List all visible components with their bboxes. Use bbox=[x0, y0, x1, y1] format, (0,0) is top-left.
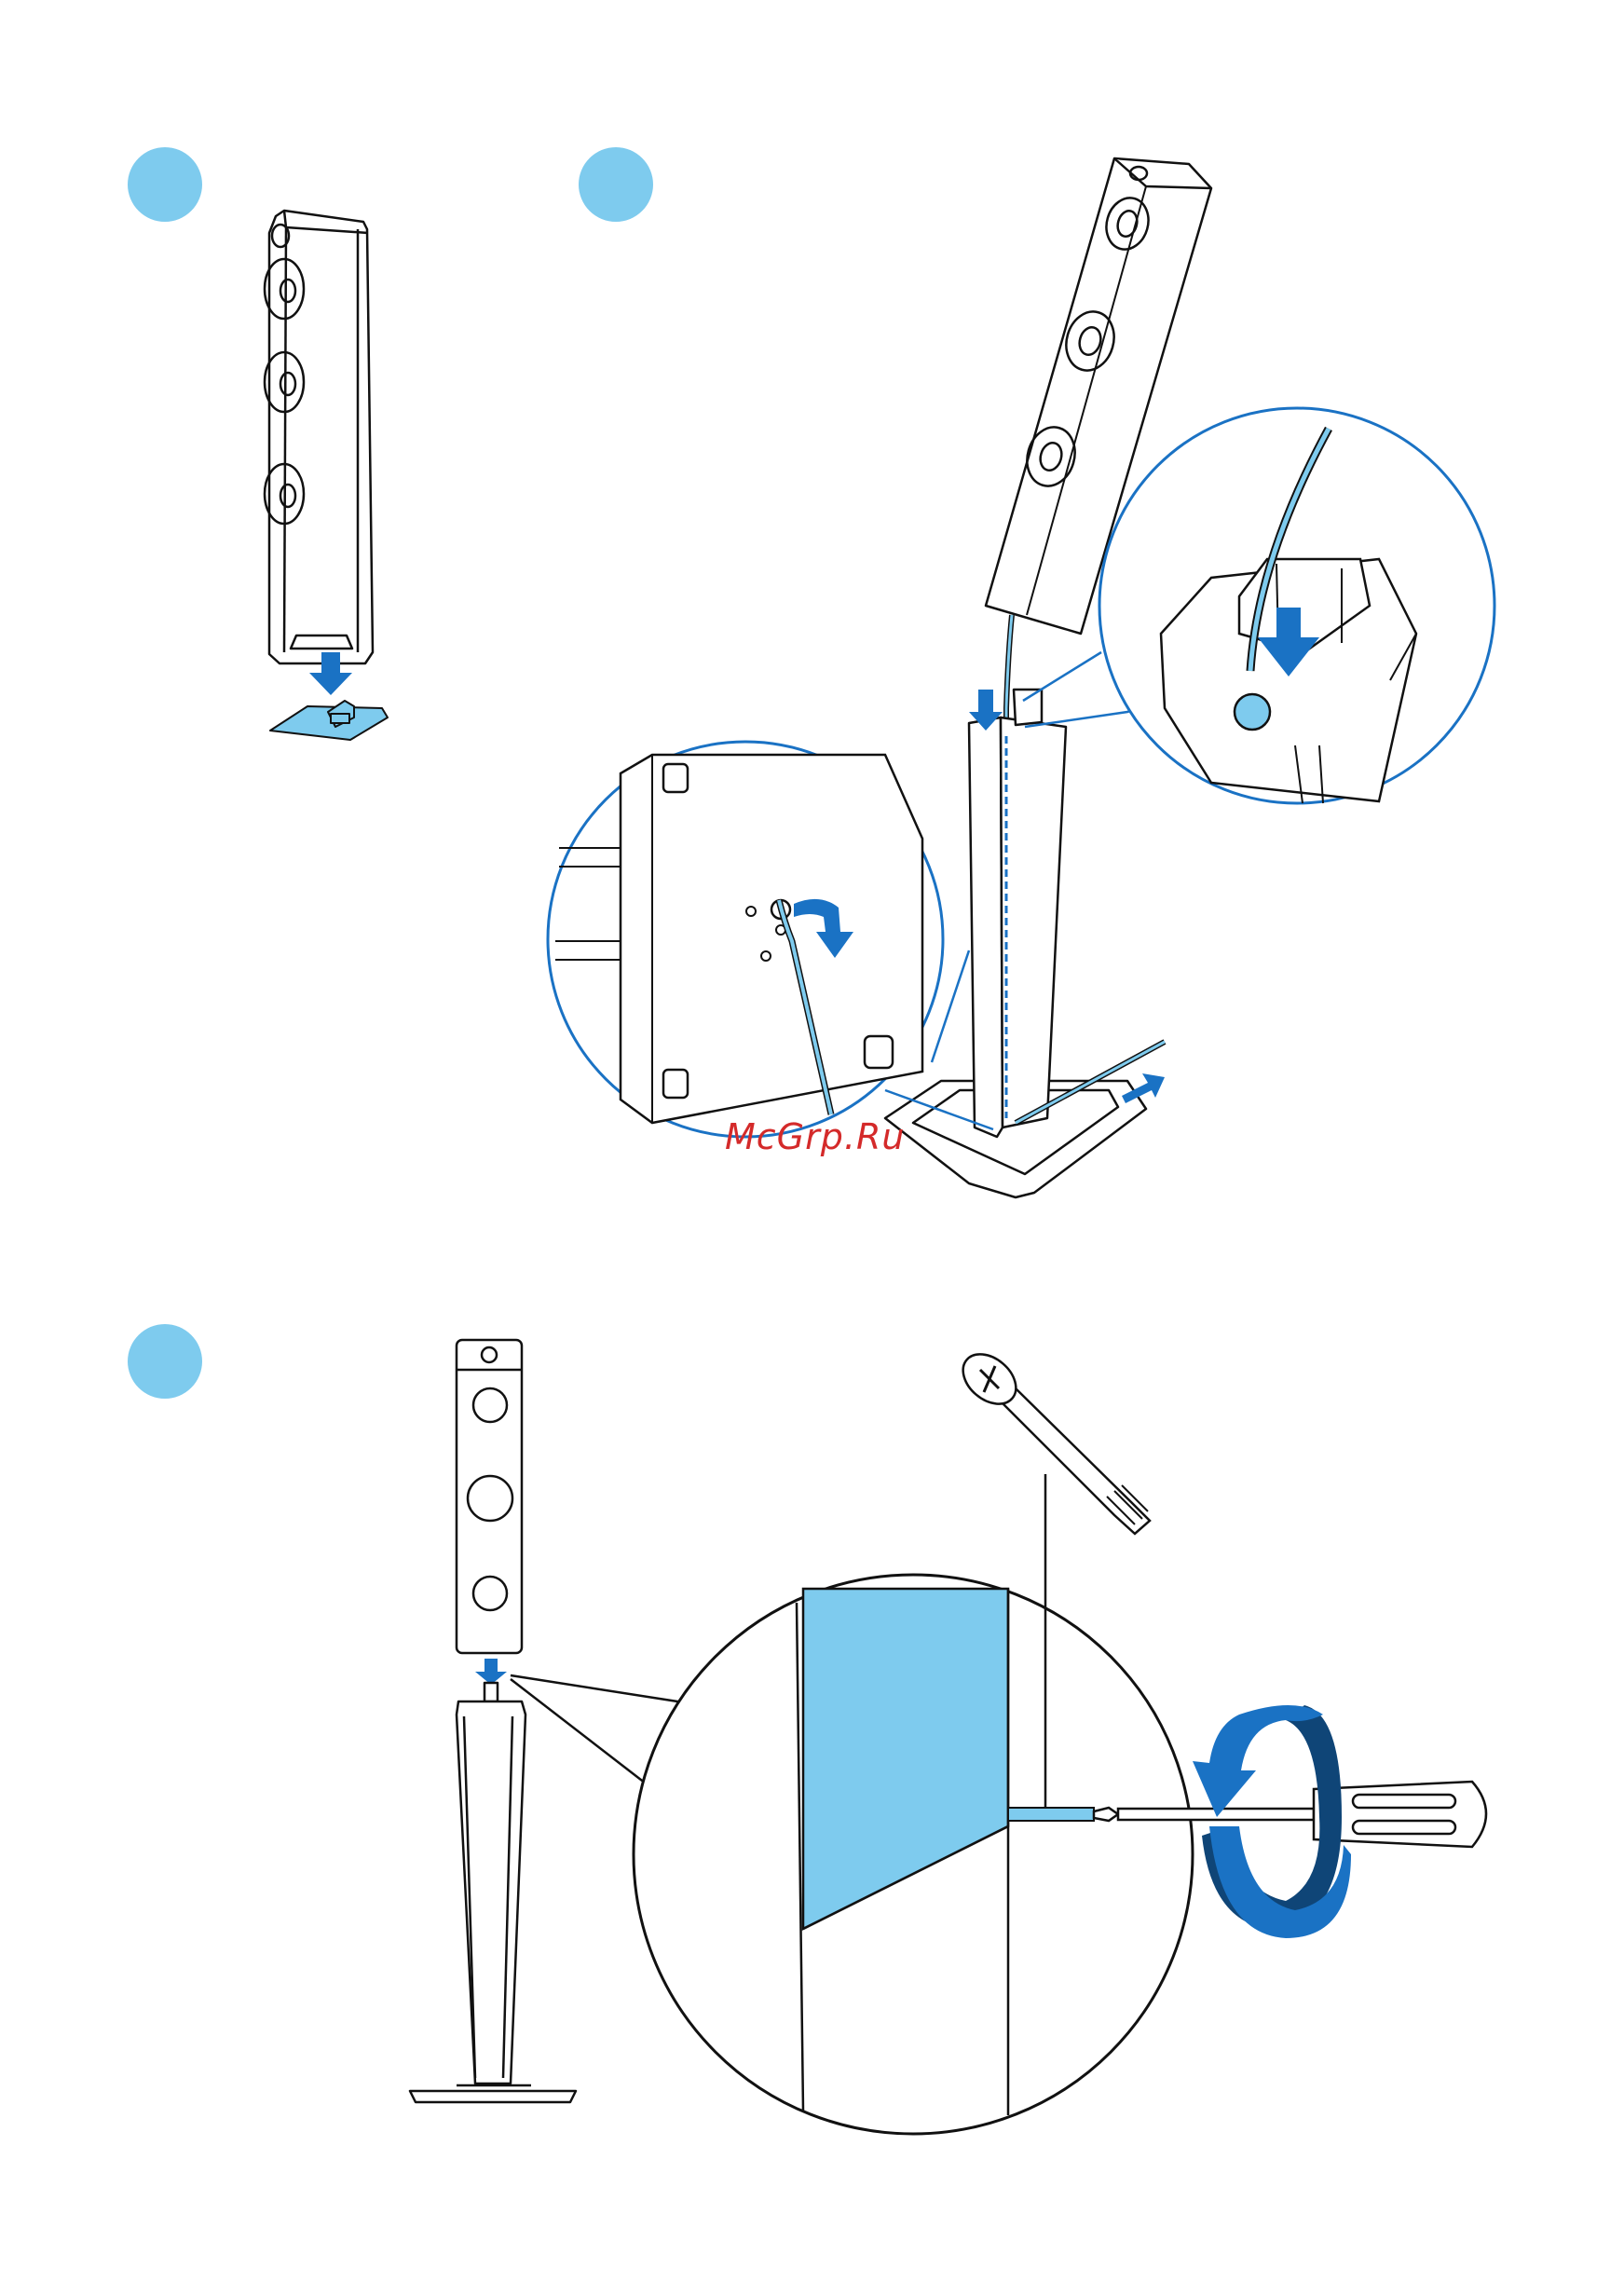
zoom-callout-step3 bbox=[511, 1474, 1193, 2134]
screw-icon bbox=[953, 1345, 1150, 1534]
watermark-text: McGrp.Ru bbox=[725, 1116, 905, 1157]
step-1-badge bbox=[128, 147, 202, 222]
foot-pad bbox=[270, 701, 388, 740]
step-3-stand bbox=[410, 1683, 576, 2102]
step-3-badge bbox=[128, 1324, 202, 1399]
rotate-arrow-icon bbox=[1193, 1705, 1351, 1938]
step-2-badge bbox=[579, 147, 653, 222]
zoom-callout-bottom bbox=[548, 742, 993, 1137]
step-3-speaker bbox=[457, 1340, 522, 1653]
step-1-speaker bbox=[265, 211, 373, 663]
down-arrow-icon bbox=[475, 1659, 507, 1685]
